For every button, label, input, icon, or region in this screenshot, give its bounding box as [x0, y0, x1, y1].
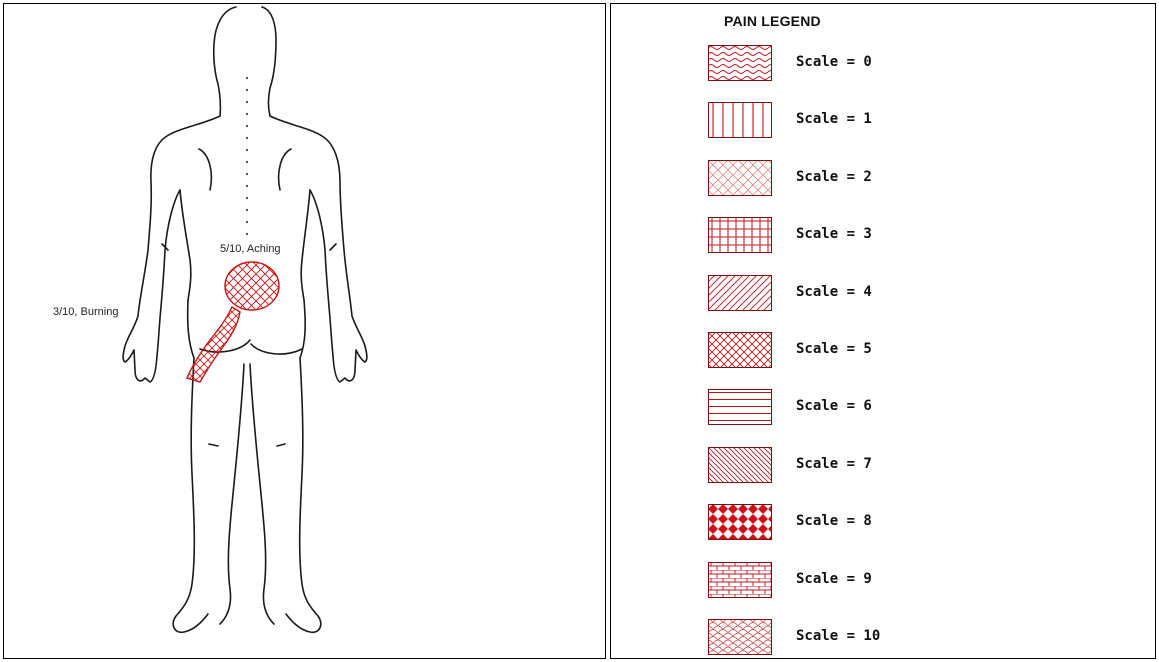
legend-label: Scale = 8 — [796, 513, 872, 529]
pain-legend-panel: PAIN LEGEND Scale = 0 Scale = 1 Scale = 2 S… — [610, 3, 1156, 659]
legend-label: Scale = 4 — [796, 284, 872, 300]
legend-label: Scale = 1 — [796, 111, 872, 127]
spine — [246, 77, 248, 235]
scales-pattern-swatch — [708, 619, 772, 655]
diagonal-back-pattern-swatch — [708, 447, 772, 483]
legend-item-scale-0: Scale = 0 — [708, 45, 1008, 81]
legend-label: Scale = 2 — [796, 169, 872, 185]
pain-annotation-aching: 5/10, Aching — [220, 243, 281, 255]
vertical-lines-pattern-swatch — [708, 102, 772, 138]
legend-label: Scale = 3 — [796, 226, 872, 242]
waves-pattern-swatch — [708, 45, 772, 81]
legend-label: Scale = 6 — [796, 398, 872, 414]
pain-annotation-burning: 3/10, Burning — [53, 306, 118, 318]
legend-item-scale-9: Scale = 9 — [708, 562, 1008, 598]
pain-region-burning[interactable] — [187, 307, 240, 382]
legend-label: Scale = 10 — [796, 628, 880, 644]
legend-item-scale-4: Scale = 4 — [708, 275, 1008, 311]
legend-item-scale-6: Scale = 6 — [708, 389, 1008, 425]
legend-label: Scale = 7 — [796, 456, 872, 472]
bricks-pattern-swatch — [708, 562, 772, 598]
body-outline — [123, 7, 367, 632]
light-crosshatch-pattern-swatch — [708, 160, 772, 196]
horizontal-lines-pattern-swatch — [708, 389, 772, 425]
body-figure — [4, 4, 605, 658]
legend-label: Scale = 9 — [796, 571, 872, 587]
crosshatch-pattern-swatch — [708, 332, 772, 368]
legend-item-scale-2: Scale = 2 — [708, 160, 1008, 196]
legend-item-scale-1: Scale = 1 — [708, 102, 1008, 138]
pain-region-aching[interactable] — [225, 262, 279, 310]
legend-item-scale-7: Scale = 7 — [708, 447, 1008, 483]
legend-item-scale-5: Scale = 5 — [708, 332, 1008, 368]
diamonds-pattern-swatch — [708, 504, 772, 540]
grid-pattern-swatch — [708, 217, 772, 253]
legend-label: Scale = 0 — [796, 54, 872, 70]
diagonal-forward-pattern-swatch — [708, 275, 772, 311]
legend-item-scale-8: Scale = 8 — [708, 504, 1008, 540]
legend-item-scale-3: Scale = 3 — [708, 217, 1008, 253]
legend-label: Scale = 5 — [796, 341, 872, 357]
legend-title: PAIN LEGEND — [724, 13, 821, 29]
legend-item-scale-10: Scale = 10 — [708, 619, 1008, 655]
body-map-panel: 5/10, Aching 3/10, Burning — [3, 3, 606, 659]
